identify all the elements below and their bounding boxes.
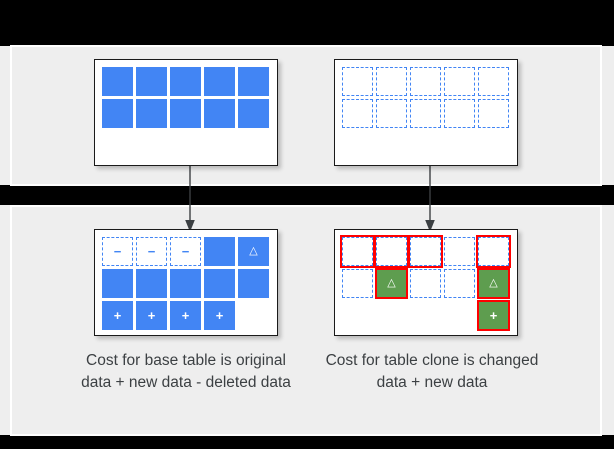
base-table-grid-top: [102, 67, 269, 128]
delta-icon: △: [489, 277, 498, 289]
table-cell[interactable]: [204, 269, 235, 298]
table-cell[interactable]: [170, 67, 201, 96]
table-cell[interactable]: −: [136, 237, 167, 266]
connector-arrow-base-table: [185, 166, 195, 232]
table-cell[interactable]: [204, 67, 235, 96]
table-cell[interactable]: [102, 67, 133, 96]
table-cell[interactable]: △: [238, 237, 269, 266]
plus-icon: +: [113, 308, 122, 323]
table-cell[interactable]: [136, 269, 167, 298]
plus-icon: +: [489, 308, 498, 323]
bottom-content-band: [0, 205, 614, 435]
table-cell[interactable]: +: [136, 301, 167, 330]
table-cell[interactable]: +: [170, 301, 201, 330]
table-cell-empty: [410, 301, 441, 330]
table-cell[interactable]: [444, 237, 475, 266]
table-cell[interactable]: [238, 269, 269, 298]
table-cell-empty: [376, 301, 407, 330]
table-cell[interactable]: [478, 99, 509, 128]
table-cell[interactable]: +: [102, 301, 133, 330]
clone-table-grid-bottom: △ △ +: [340, 235, 511, 331]
base-table-card-top[interactable]: [94, 59, 278, 166]
table-cell-empty: [444, 301, 475, 330]
table-cell[interactable]: [170, 99, 201, 128]
table-cell[interactable]: [204, 99, 235, 128]
table-cell[interactable]: [238, 99, 269, 128]
table-cell[interactable]: △: [375, 268, 408, 299]
slide-edge-hairline-left-bottom: [10, 205, 12, 435]
table-cell[interactable]: [410, 269, 441, 298]
table-cell[interactable]: [238, 67, 269, 96]
table-cell[interactable]: +: [204, 301, 235, 330]
table-cell-empty: [238, 301, 269, 330]
table-cell[interactable]: [102, 269, 133, 298]
table-cell[interactable]: [376, 99, 407, 128]
caption-clone-table: Cost for table clone is changed data + n…: [325, 352, 539, 392]
table-cell[interactable]: [478, 67, 509, 96]
plus-icon: +: [147, 308, 156, 323]
minus-icon: −: [147, 244, 156, 259]
clone-table-card-bottom[interactable]: △ △ +: [334, 229, 518, 336]
clone-table-card-top[interactable]: [334, 59, 518, 166]
slide-edge-hairline-right-bottom: [600, 205, 602, 435]
table-cell[interactable]: [340, 235, 375, 268]
minus-icon: −: [113, 244, 122, 259]
minus-icon: −: [181, 244, 190, 259]
table-cell[interactable]: [374, 235, 409, 268]
table-cell[interactable]: [410, 99, 441, 128]
table-cell[interactable]: △: [477, 268, 510, 299]
slide-edge-hairline-bottom: [10, 434, 602, 436]
slide-edge-hairline-left-top: [10, 46, 12, 185]
slide-edge-hairline-mid-upper: [10, 184, 602, 186]
table-cell[interactable]: [444, 67, 475, 96]
table-cell[interactable]: [476, 235, 511, 268]
table-cell[interactable]: [410, 67, 441, 96]
table-cell[interactable]: [444, 269, 475, 298]
table-cell[interactable]: [170, 269, 201, 298]
caption-base-table: Cost for base table is original data + n…: [81, 352, 291, 392]
plus-icon: +: [215, 308, 224, 323]
slide-edge-hairline-mid-lower: [10, 205, 602, 207]
table-cell[interactable]: −: [170, 237, 201, 266]
connector-arrow-clone-table: [425, 166, 435, 232]
table-cell[interactable]: [342, 67, 373, 96]
table-cell[interactable]: −: [102, 237, 133, 266]
table-cell[interactable]: [444, 99, 475, 128]
slide-edge-hairline-top: [10, 45, 602, 47]
table-cell[interactable]: [342, 99, 373, 128]
base-table-card-bottom[interactable]: − − − △ + + + +: [94, 229, 278, 336]
table-cell-empty: [342, 301, 373, 330]
table-cell[interactable]: [342, 269, 373, 298]
delta-icon: △: [387, 277, 396, 289]
slide-edge-hairline-right-top: [600, 46, 602, 185]
plus-icon: +: [181, 308, 190, 323]
table-cell[interactable]: [102, 99, 133, 128]
clone-table-grid-top: [342, 67, 509, 128]
delta-icon: △: [249, 245, 258, 257]
table-cell[interactable]: [136, 99, 167, 128]
table-cell[interactable]: [204, 237, 235, 266]
base-table-grid-bottom: − − − △ + + + +: [102, 237, 269, 330]
table-cell[interactable]: [136, 67, 167, 96]
table-cell[interactable]: [376, 67, 407, 96]
table-cell[interactable]: +: [477, 300, 510, 331]
top-content-band: [0, 46, 614, 185]
table-cell[interactable]: [408, 235, 443, 268]
